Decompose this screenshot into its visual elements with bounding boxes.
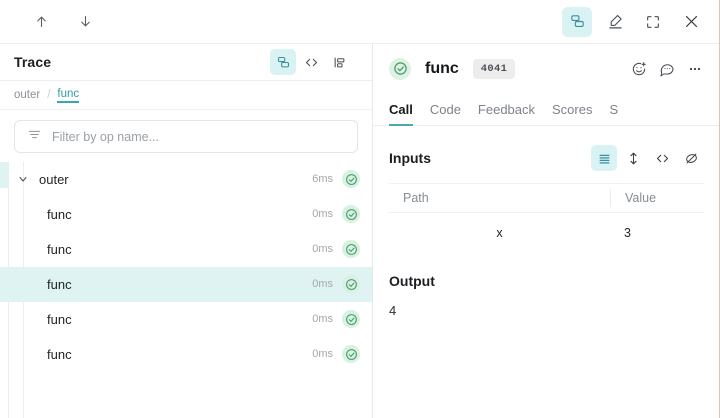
trace-row-status-success-icon [342, 345, 360, 363]
trace-row-duration: 0ms [312, 313, 333, 325]
inputs-header: Inputs [389, 144, 704, 172]
column-header-path: Path [403, 191, 429, 205]
trace-row-outer-0[interactable]: outer 6ms [0, 162, 372, 197]
trace-row-func-5[interactable]: func 0ms [0, 337, 372, 372]
filter-placeholder: Filter by op name... [52, 129, 159, 144]
trace-row-status-success-icon [342, 275, 360, 293]
nav-up-button[interactable] [26, 7, 56, 37]
input-path-cell: x [496, 226, 503, 240]
trace-row-duration: 6ms [312, 173, 333, 185]
trace-row-label: outer [39, 171, 69, 187]
close-button[interactable] [676, 7, 706, 37]
breadcrumb-separator: / [47, 89, 51, 101]
call-title: func [425, 59, 459, 77]
call-id-badge[interactable]: 4041 [472, 58, 516, 79]
main-split: Trace [0, 44, 720, 418]
flame-chart-icon[interactable] [326, 49, 352, 75]
highlighter-pen-button[interactable] [600, 7, 630, 37]
trace-row-duration: 0ms [312, 243, 333, 255]
call-actions [626, 56, 708, 82]
tab-scores[interactable]: Scores [552, 102, 593, 117]
trace-row-status-success-icon [342, 310, 360, 328]
code-icon[interactable] [298, 49, 324, 75]
trace-row-duration: 0ms [312, 208, 333, 220]
filter-lines-icon [27, 127, 42, 147]
trace-row-label: func [47, 276, 72, 292]
output-section: Output 4 [373, 253, 720, 318]
stacked-layers-icon[interactable] [270, 49, 296, 75]
stripe-segment-top [0, 162, 9, 188]
column-header-value: Value [610, 189, 704, 207]
output-title: Output [389, 273, 435, 289]
expand-vertical-icon[interactable] [620, 145, 646, 171]
call-detail-panel: func 4041 [373, 44, 720, 418]
breadcrumb: outer / func [0, 81, 372, 110]
trace-row-status-success-icon [342, 205, 360, 223]
inputs-title: Inputs [389, 150, 431, 166]
trace-row-label: func [47, 206, 72, 222]
tab-feedback[interactable]: Feedback [477, 102, 536, 117]
inputs-section: Inputs [373, 126, 720, 253]
trace-row-duration: 0ms [312, 278, 333, 290]
list-view-icon[interactable] [591, 145, 617, 171]
inputs-table-header: Path Value [389, 183, 704, 213]
trace-row-func-2[interactable]: func 0ms [0, 232, 372, 267]
nav-down-button[interactable] [70, 7, 100, 37]
trace-row-label: func [47, 346, 72, 362]
trace-row-label: func [47, 241, 72, 257]
more-options-icon[interactable] [682, 56, 708, 82]
trace-row-status-success-icon [342, 170, 360, 188]
trace-row-status-success-icon [342, 240, 360, 258]
tab-s[interactable]: S [609, 102, 619, 117]
trace-view-switcher [270, 49, 352, 75]
tab-code[interactable]: Code [429, 102, 461, 117]
breadcrumb-current[interactable]: func [57, 88, 80, 103]
trace-row-func-3[interactable]: func 0ms [0, 267, 372, 302]
trace-row-func-4[interactable]: func 0ms [0, 302, 372, 337]
trace-row-label: func [47, 311, 72, 327]
filter-input[interactable]: Filter by op name... [14, 120, 358, 153]
fullscreen-expand-button[interactable] [638, 7, 668, 37]
tab-call[interactable]: Call [389, 102, 430, 126]
trace-row-duration: 0ms [312, 348, 333, 360]
trace-row-func-1[interactable]: func 0ms [0, 197, 372, 232]
inputs-view-switcher [591, 145, 704, 171]
toolbar-actions-group [562, 6, 720, 37]
trace-panel-header: Trace [0, 44, 372, 81]
comment-icon[interactable] [654, 56, 680, 82]
call-status-success-icon [389, 57, 411, 80]
call-header: func 4041 [373, 44, 720, 93]
trace-panel-title: Trace [14, 54, 52, 70]
filter-container: Filter by op name... [0, 110, 372, 162]
breadcrumb-parent[interactable]: outer [14, 89, 41, 101]
trace-panel: Trace [0, 44, 373, 418]
output-value: 4 [389, 303, 397, 318]
stacked-layers-button[interactable] [562, 6, 592, 37]
toolbar-nav-group [0, 7, 100, 37]
eye-off-icon[interactable] [678, 145, 704, 171]
chevron-down-icon[interactable] [16, 173, 30, 185]
code-icon[interactable] [649, 145, 675, 171]
top-toolbar [0, 0, 720, 44]
input-value-cell: 3 [624, 226, 631, 240]
add-reaction-icon[interactable] [626, 56, 652, 82]
